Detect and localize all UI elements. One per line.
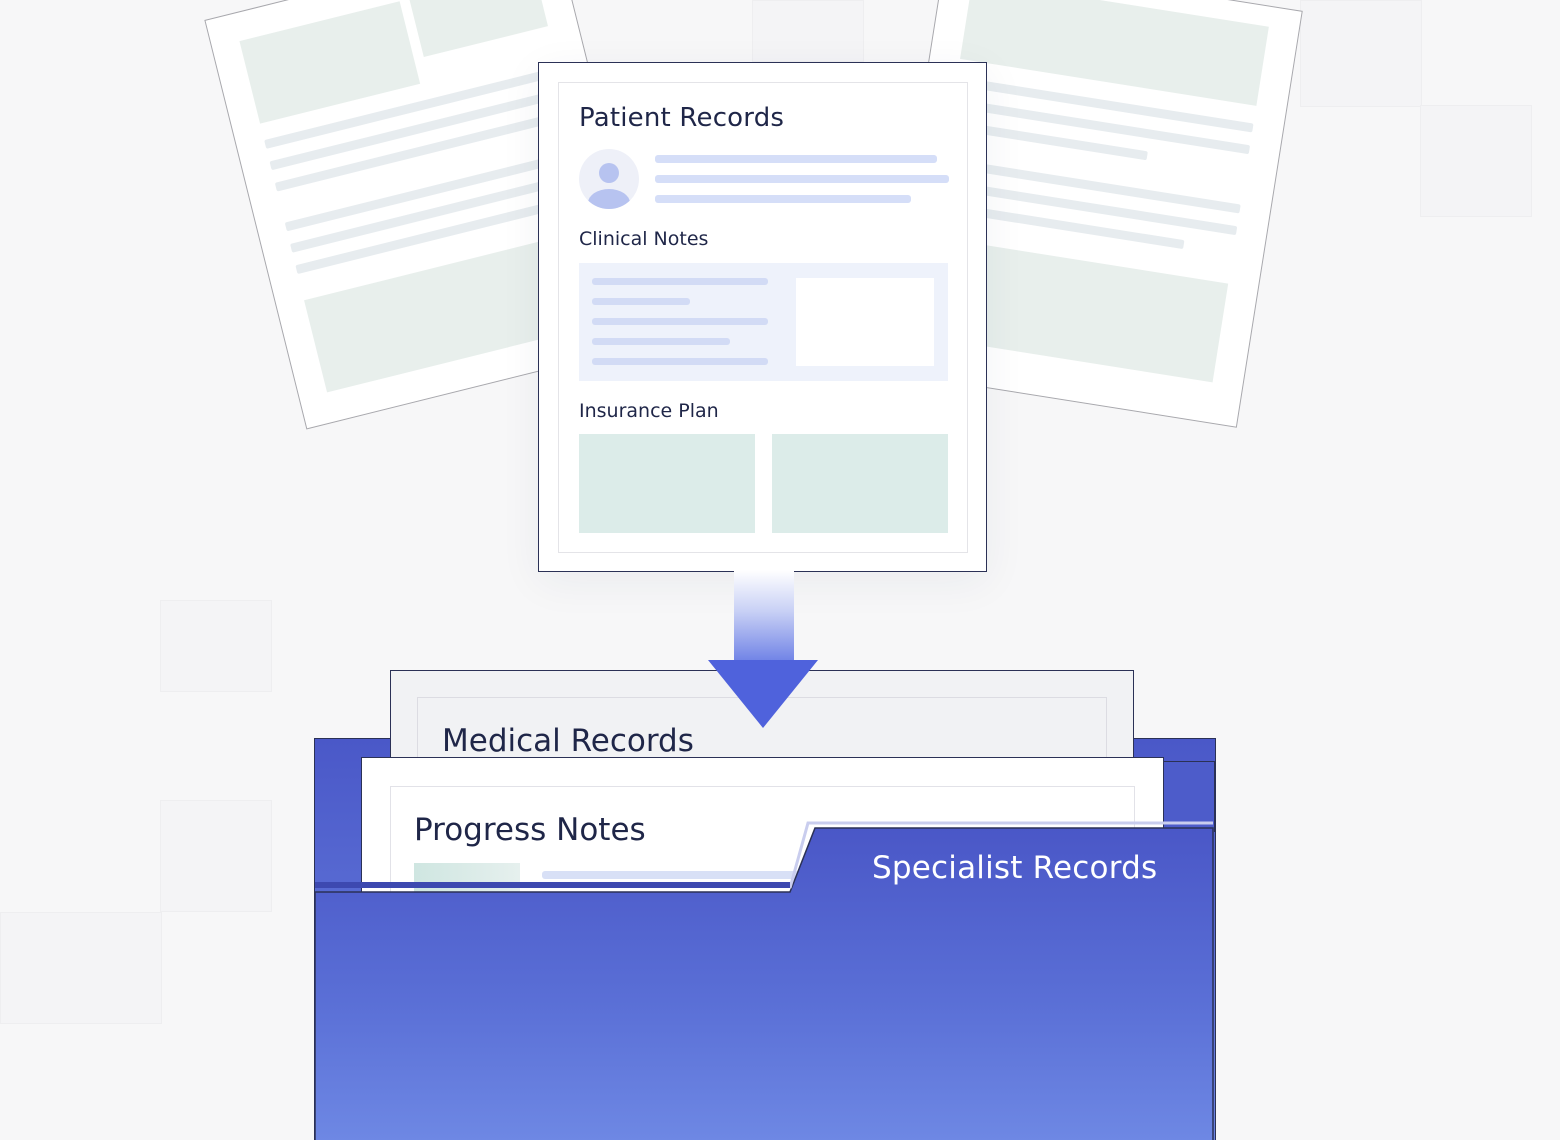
- notes-text-line: [592, 298, 690, 305]
- notes-image-placeholder: [796, 278, 934, 366]
- avatar-head: [599, 163, 619, 183]
- notes-text-line: [592, 318, 768, 325]
- patient-records-title: Patient Records: [579, 103, 785, 133]
- profile-text-line: [655, 195, 911, 203]
- arrow-shaft: [734, 570, 794, 662]
- doc-image-block: [409, 0, 549, 58]
- progress-notes-text-line: [542, 871, 802, 879]
- user-avatar-icon: [579, 149, 639, 209]
- insurance-card-tile: [772, 434, 948, 533]
- progress-notes-thumbnail: [414, 863, 520, 893]
- background-grid-cell: [1420, 105, 1532, 217]
- background-grid-cell: [752, 0, 864, 62]
- medical-records-title: Medical Records: [442, 723, 694, 759]
- patient-records-inner: Patient Records Clinical Notes Insurance…: [558, 82, 968, 553]
- progress-notes-title: Progress Notes: [414, 812, 646, 848]
- background-grid-cell: [160, 800, 272, 912]
- insurance-card-tile: [579, 434, 755, 533]
- patient-records-card: Patient Records Clinical Notes Insurance…: [538, 62, 987, 572]
- background-grid-cell: [0, 912, 162, 1024]
- notes-text-line: [592, 338, 730, 345]
- specialist-records-label: Specialist Records: [872, 850, 1158, 886]
- insurance-plan-label: Insurance Plan: [579, 400, 719, 422]
- clinical-notes-label: Clinical Notes: [579, 228, 709, 250]
- profile-text-line: [655, 175, 949, 183]
- clinical-notes-box: [579, 263, 948, 381]
- profile-text-line: [655, 155, 937, 163]
- background-grid-cell: [1300, 0, 1422, 107]
- folder-back-tab: [1160, 761, 1215, 832]
- doc-image-block: [239, 1, 421, 124]
- avatar-shoulders: [588, 189, 630, 209]
- notes-text-line: [592, 278, 768, 285]
- background-grid-cell: [160, 600, 272, 692]
- notes-text-line: [592, 358, 768, 365]
